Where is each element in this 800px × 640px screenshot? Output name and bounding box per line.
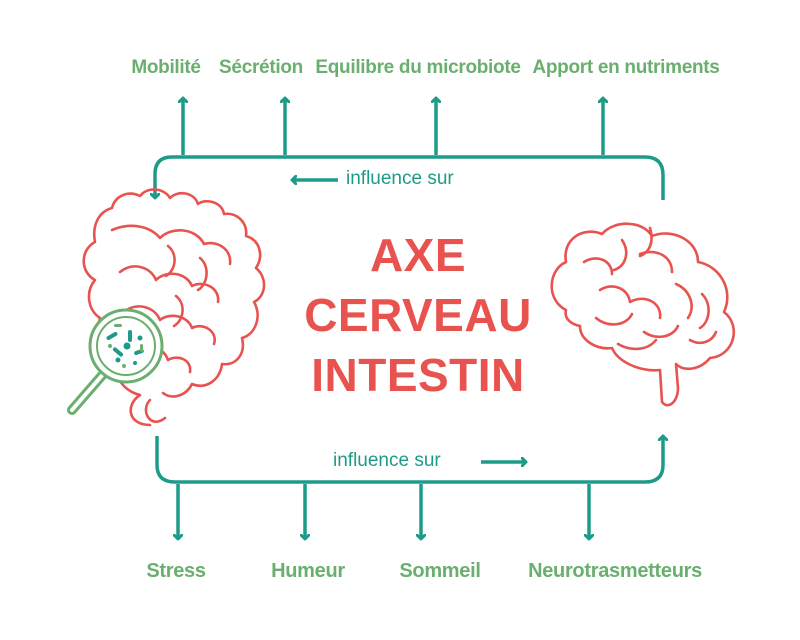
magnifier-bacteria-icon — [67, 308, 164, 415]
effect-sommeil: Sommeil — [399, 560, 481, 582]
title-line-3: INTESTIN — [311, 349, 525, 401]
bottom-influence-loop — [155, 436, 663, 484]
effect-stress: Stress — [146, 560, 206, 582]
effect-mobilite: Mobilité — [131, 57, 201, 78]
bottom-flow-label: influence sur — [333, 450, 441, 471]
effect-nutriments: Apport en nutriments — [532, 57, 720, 78]
title-line-1: AXE — [369, 229, 467, 281]
intestine-icon — [82, 188, 266, 427]
title-line-2: CERVEAU — [304, 289, 532, 341]
brain-icon — [550, 222, 736, 407]
effect-microbiote: Equilibre du microbiote — [315, 57, 521, 78]
effect-secretion: Sécrétion — [219, 57, 303, 78]
top-influence-loop — [155, 155, 665, 200]
effect-neurotransmetteurs: Neurotrasmetteurs — [528, 560, 702, 582]
effect-humeur: Humeur — [271, 560, 345, 582]
top-flow-label: influence sur — [346, 168, 454, 189]
